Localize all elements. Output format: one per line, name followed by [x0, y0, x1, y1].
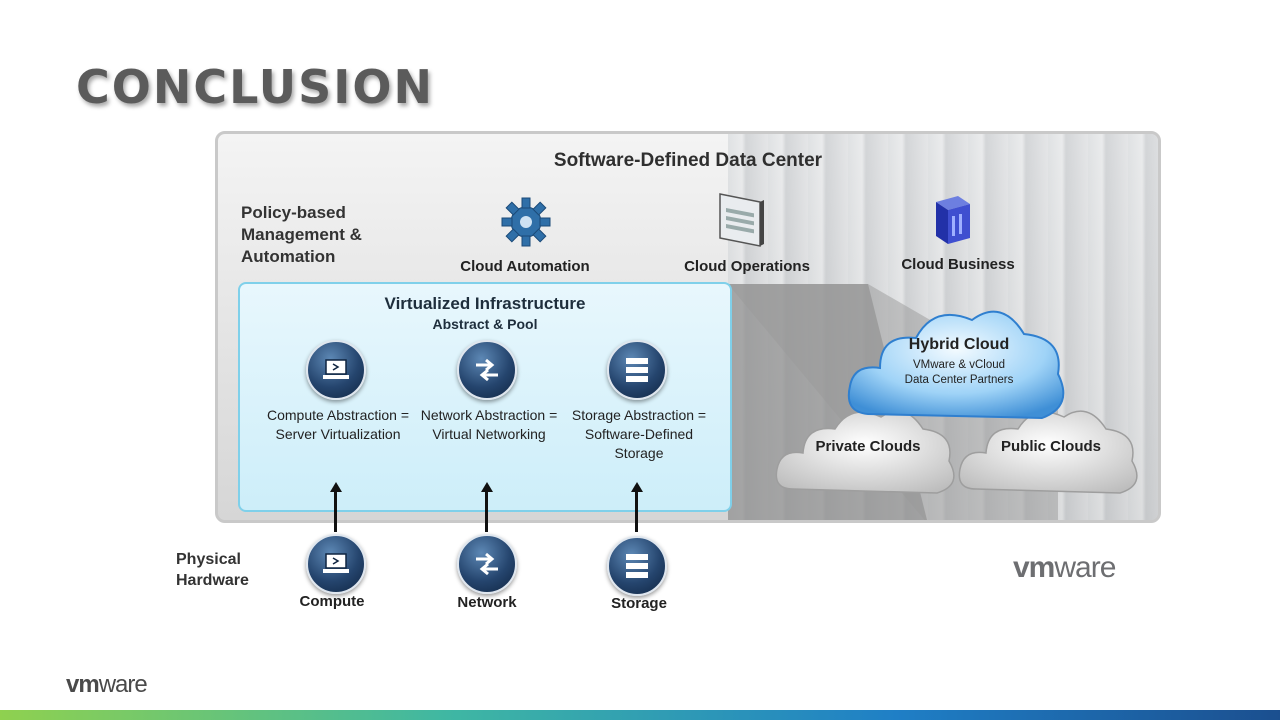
network-abstraction-label: Network Abstraction = Virtual Networking	[420, 407, 558, 442]
hybrid-cloud-box: Hybrid Cloud VMware & vCloud Data Center…	[889, 336, 1029, 388]
hardware-storage-label: Storage	[611, 595, 667, 612]
vmware-logo-vm: vm	[1013, 551, 1055, 584]
hybrid-cloud-title: Hybrid Cloud	[908, 336, 1010, 353]
vmware-logo-ware: ware	[1054, 551, 1116, 584]
storage-arrow-line	[635, 490, 638, 532]
hardware-network-label: Network	[457, 594, 517, 611]
hybrid-cloud-shape	[847, 310, 1065, 420]
virtualized-infrastructure-box: Virtualized Infrastructure Abstract & Po…	[238, 282, 732, 512]
network-arrow-head	[481, 482, 493, 492]
exchange-arrows-icon	[457, 534, 517, 594]
slide-title: CONCLUSION	[76, 60, 434, 114]
vi-title: Virtualized Infrastructure	[384, 294, 586, 313]
sddc-title: Software-Defined Data Center	[553, 150, 823, 171]
gradient-footer-bar	[0, 710, 1280, 720]
compute-abstraction-label: Compute Abstraction = Server Virtualizat…	[266, 407, 410, 442]
storage-arrow-head	[631, 482, 643, 492]
policy-label: Policy-based Management & Automation	[241, 202, 401, 268]
private-cloud-shape	[775, 410, 955, 494]
storage-stack-icon	[607, 340, 667, 400]
vmware-logo-vm: vm	[66, 671, 100, 698]
public-clouds-label: Public Clouds	[1000, 438, 1101, 455]
network-arrow-line	[485, 490, 488, 532]
monitor-panel-icon	[716, 190, 766, 248]
vi-subtitle: Abstract & Pool	[432, 316, 538, 332]
private-clouds-label: Private Clouds	[815, 438, 921, 455]
cube-server-icon	[928, 192, 978, 248]
laptop-icon	[306, 534, 366, 594]
compute-arrow-head	[330, 482, 342, 492]
hybrid-cloud-text: VMware & vCloud Data Center Partners	[904, 359, 1014, 386]
cloud-business-label: Cloud Business	[901, 256, 1015, 273]
sddc-panel: Software-Defined Data Center Policy-base…	[215, 131, 1161, 523]
vmware-logo-ware: ware	[98, 671, 148, 698]
vmware-logo-right: vmware	[1013, 551, 1116, 585]
laptop-icon	[306, 340, 366, 400]
cloud-automation-label: Cloud Automation	[460, 258, 590, 275]
compute-arrow-line	[334, 490, 337, 532]
gear-icon	[498, 194, 554, 250]
vmware-logo-bottom: vmware	[66, 671, 148, 699]
physical-hardware-label: Physical Hardware	[176, 549, 276, 591]
policy-label-text: Policy-based Management & Automation	[241, 203, 362, 266]
cloud-operations-label: Cloud Operations	[684, 258, 810, 275]
physical-hardware-text: Physical Hardware	[176, 551, 249, 589]
storage-stack-icon	[607, 536, 667, 596]
exchange-arrows-icon	[457, 340, 517, 400]
hardware-compute-label: Compute	[299, 593, 365, 610]
storage-abstraction-label: Storage Abstraction = Software-Defined S…	[571, 407, 707, 461]
